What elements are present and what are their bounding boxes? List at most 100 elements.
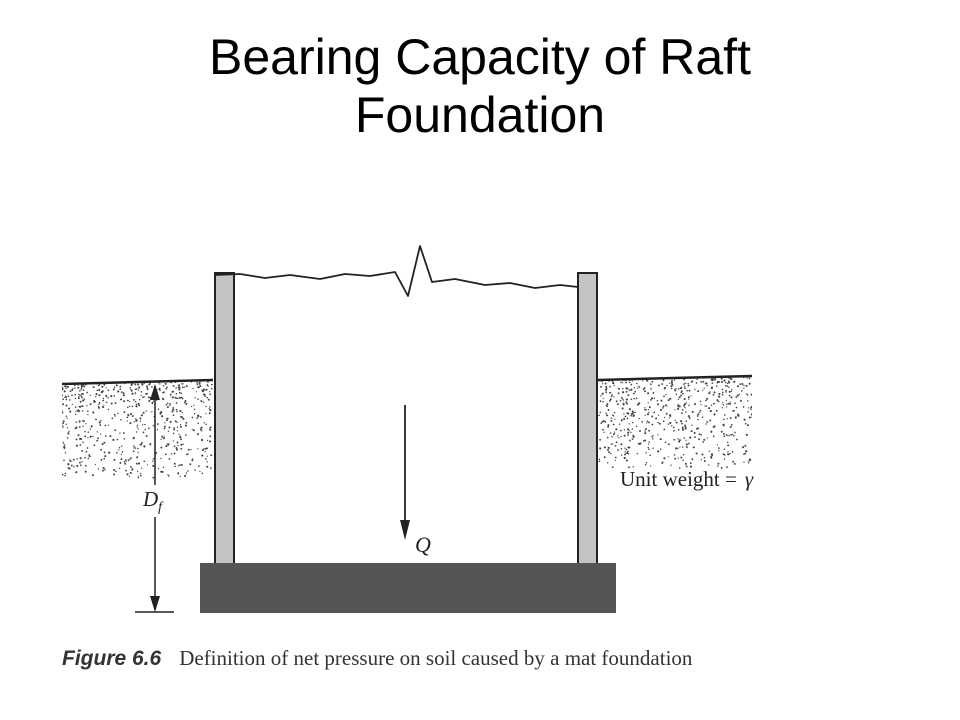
soil-dot (127, 399, 129, 402)
soil-dot (639, 442, 642, 445)
soil-dot (688, 442, 690, 445)
soil-dot (137, 476, 140, 479)
soil-dot (130, 384, 133, 386)
soil-dot (615, 400, 618, 403)
soil-dot (206, 461, 208, 463)
soil-dot (104, 424, 107, 427)
soil-dot (98, 394, 101, 397)
soil-dot (120, 453, 123, 455)
soil-dot (729, 401, 731, 403)
soil-dot (609, 385, 611, 388)
soil-dot (620, 447, 623, 450)
soil-dot (644, 390, 646, 393)
soil-dot (659, 448, 662, 450)
soil-dot (744, 452, 747, 455)
soil-dot (743, 453, 745, 455)
soil-dot (726, 403, 728, 405)
soil-dot (623, 429, 626, 431)
soil-dot (681, 393, 684, 395)
soil-dot (615, 441, 618, 444)
soil-dot (177, 397, 179, 400)
soil-dot (657, 421, 659, 424)
soil-dot (644, 414, 646, 416)
soil-dot (727, 453, 730, 456)
soil-dot (747, 460, 749, 462)
soil-dot (636, 382, 638, 385)
soil-dot (681, 422, 683, 425)
soil-dot (686, 389, 689, 392)
soil-dot (622, 399, 625, 401)
soil-dot (115, 470, 117, 473)
soil-dot (62, 394, 64, 397)
soil-dot (631, 380, 633, 382)
soil-dot (605, 386, 608, 388)
soil-dot (691, 410, 694, 413)
soil-dot (203, 422, 205, 424)
soil-dot (62, 398, 64, 400)
soil-dot (140, 394, 142, 397)
soil-dot (173, 427, 175, 429)
soil-dot (77, 393, 80, 395)
soil-dot (602, 401, 604, 403)
soil-dot (67, 432, 70, 435)
soil-dot (745, 450, 748, 453)
soil-dot (97, 437, 99, 440)
soil-dot (603, 431, 605, 433)
soil-dot (94, 463, 97, 466)
soil-dot (671, 379, 673, 382)
soil-dot (703, 387, 705, 389)
soil-dot (197, 448, 199, 450)
soil-dot (98, 401, 101, 404)
soil-dot (206, 439, 209, 442)
soil-dot (625, 390, 628, 393)
soil-dot (730, 433, 733, 436)
soil-dot (88, 454, 91, 457)
soil-dot (127, 406, 129, 409)
soil-dot (108, 451, 111, 454)
soil-dot (145, 392, 148, 395)
soil-dot (666, 384, 668, 387)
soil-dot (700, 459, 702, 461)
soil-dot (747, 407, 750, 409)
soil-dot (79, 390, 81, 392)
soil-dot (142, 411, 145, 414)
soil-dot (126, 416, 129, 419)
ground-surface-left (61, 378, 214, 386)
soil-dot (720, 377, 723, 380)
soil-dot (684, 462, 687, 465)
soil-dot (633, 397, 635, 400)
soil-dot (121, 450, 124, 453)
soil-dot (129, 422, 132, 425)
soil-dot (134, 418, 137, 420)
soil-dot (648, 376, 651, 377)
soil-dot (613, 384, 616, 387)
soil-dot (167, 474, 169, 476)
soil-right-stipple (598, 376, 752, 469)
soil-dot (98, 403, 100, 406)
soil-dot (201, 454, 204, 457)
soil-dot (118, 467, 121, 470)
soil-dot (743, 418, 746, 421)
soil-dot (64, 395, 67, 397)
soil-dot (200, 426, 203, 429)
soil-dot (730, 378, 733, 381)
soil-dot (741, 382, 744, 386)
soil-dot (612, 381, 614, 383)
soil-dot (123, 438, 126, 440)
soil-dot (624, 453, 627, 456)
soil-dot (663, 457, 666, 460)
soil-dot (630, 414, 632, 417)
soil-dot (158, 387, 161, 390)
soil-dot (178, 388, 181, 391)
soil-dot (677, 407, 680, 410)
soil-dot (62, 386, 64, 389)
soil-dot (621, 376, 623, 377)
soil-dot (611, 394, 614, 396)
soil-dot (176, 441, 179, 444)
soil-dot (637, 387, 639, 389)
soil-dot (181, 386, 184, 389)
soil-dot (619, 399, 622, 402)
soil-dot (209, 467, 212, 469)
soil-dot (172, 391, 175, 393)
